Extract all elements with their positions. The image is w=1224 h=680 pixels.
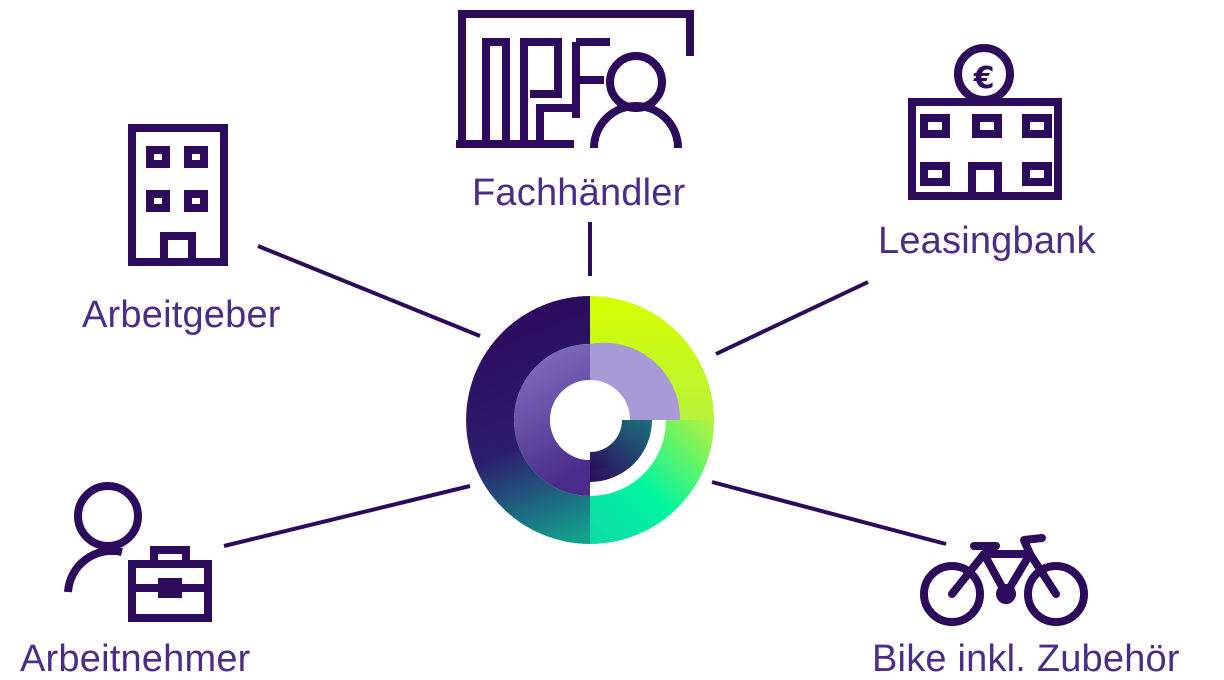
connector-arbeitnehmer	[223, 484, 471, 548]
connector-leasingbank	[715, 280, 869, 356]
node-label-bike: Bike inkl. Zubehör	[872, 638, 1180, 680]
person-briefcase-icon	[64, 482, 212, 622]
bank-euro-icon	[908, 44, 1062, 200]
bicycle-icon	[920, 534, 1088, 626]
node-label-arbeitgeber: Arbeitgeber	[82, 294, 281, 336]
connector-arbeitgeber	[257, 244, 481, 338]
connector-bike	[711, 480, 947, 546]
office-building-icon	[128, 124, 228, 266]
shop-person-icon	[456, 10, 694, 149]
ring-logo	[466, 296, 714, 544]
node-label-leasingbank: Leasingbank	[878, 220, 1096, 262]
euro-glyph-icon: €	[973, 61, 995, 96]
node-label-arbeitnehmer: Arbeitnehmer	[20, 638, 251, 680]
node-label-fachhaendler: Fachhändler	[472, 172, 686, 214]
